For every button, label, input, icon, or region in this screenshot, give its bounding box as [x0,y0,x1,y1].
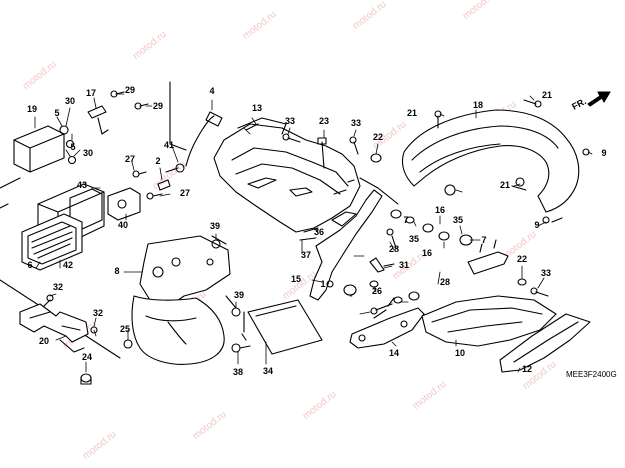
callout-label: 41 [164,140,174,150]
callout-label: 1 [320,279,325,289]
callout-label: 28 [389,244,399,254]
callout-label: 35 [409,234,419,244]
callout-label: 30 [83,148,93,158]
callout-label: 31 [399,260,409,270]
callout-label: 21 [407,108,417,118]
callout-label: 9 [534,220,539,230]
callout-label: 6 [27,260,32,270]
callout-label: 9 [601,148,606,158]
under-cover-group [421,295,591,373]
callout-label: 20 [39,336,49,346]
callout-label: 24 [82,352,92,362]
callout-label: 25 [120,324,130,334]
callout-label: 2 [155,156,160,166]
callout-label: 22 [517,254,527,264]
callout-label: 10 [455,348,465,358]
callout-label: 21 [542,90,552,100]
callout-label: 42 [63,260,73,270]
tail-light-group [0,81,223,359]
callout-label: 27 [180,188,190,198]
callout-label: 5 [54,108,59,118]
callout-label: 5 [70,142,75,152]
callout-label: 33 [351,118,361,128]
leader-lines [34,93,593,373]
callout-label: 39 [210,221,220,231]
callout-label: 26 [372,286,382,296]
callout-label: 18 [473,100,483,110]
callout-label: 14 [389,348,399,358]
callout-label: 16 [422,248,432,258]
callout-label: 4 [209,86,214,96]
callout-label: 21 [500,180,510,190]
callout-label: 8 [114,266,119,276]
callout-label: 17 [86,88,96,98]
callout-label: 32 [53,282,63,292]
callout-label: 29 [125,85,135,95]
callout-label: 22 [373,132,383,142]
callout-label: 29 [153,101,163,111]
callout-label: 36 [314,227,324,237]
rear-fender-lower-group [123,235,241,365]
callout-label: 27 [125,154,135,164]
callout-label: 35 [453,215,463,225]
callout-label: 13 [252,103,262,113]
callout-label: 43 [77,180,87,190]
callout-label: 28 [440,277,450,287]
callout-label: 39 [234,290,244,300]
rear-fender-upper-group [213,117,383,301]
callout-label: 30 [65,96,75,106]
callout-label: 19 [27,104,37,114]
callout-label: 38 [233,367,243,377]
callout-label: 40 [118,220,128,230]
callout-label: 7 [403,215,408,225]
callout-label: 32 [93,308,103,318]
callout-label: 12 [522,364,532,374]
callout-label: 15 [291,274,301,284]
callout-label: 37 [301,250,311,260]
license-plate-group [231,299,323,355]
license-light-group [19,294,98,385]
seat-cowl-group [401,99,590,224]
callout-label: 16 [435,205,445,215]
bracket-14-group [349,297,425,349]
diagram-code: MEE3F2400G [566,370,617,379]
callout-label: 23 [319,116,329,126]
direction-label: FR. [570,96,587,112]
callout-label: 7 [481,235,486,245]
direction-arrow-icon [587,91,611,107]
callout-label: 33 [541,268,551,278]
callout-label: 34 [263,366,273,376]
callout-label: 33 [285,116,295,126]
callout-labels: 1245567789910121314151616171819202121212… [27,85,617,379]
